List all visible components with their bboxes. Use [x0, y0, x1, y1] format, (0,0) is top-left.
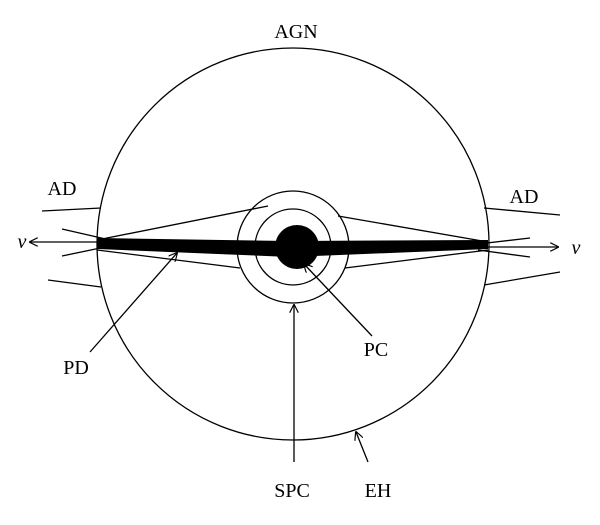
pd-pointer-arrow	[89, 253, 177, 353]
accretion-disk-lower-left-line	[47, 279, 102, 288]
disk-lower-right-edge	[344, 249, 489, 269]
black-core	[275, 225, 319, 269]
v-left-label: v	[18, 231, 27, 253]
accretion-disk-upper-left-line	[41, 207, 102, 212]
ad-left-label: AD	[48, 178, 77, 200]
right-lower-tick	[477, 249, 531, 258]
pd-label: PD	[63, 357, 89, 379]
pc-pointer-arrow	[304, 264, 373, 337]
v-right-label: v	[572, 237, 581, 259]
disk-upper-left-edge	[96, 205, 269, 241]
accretion-disk-upper-right-line	[483, 207, 561, 216]
disk-upper-right-edge	[337, 215, 489, 243]
accretion-disk-lower-right-line	[483, 271, 561, 286]
spc-label: SPC	[274, 480, 310, 502]
ad-right-label: AD	[510, 186, 539, 208]
eh-pointer-arrow	[356, 432, 369, 463]
pc-label: PC	[364, 339, 388, 361]
eh-label: EH	[365, 480, 392, 502]
agn-label: AGN	[274, 21, 317, 43]
